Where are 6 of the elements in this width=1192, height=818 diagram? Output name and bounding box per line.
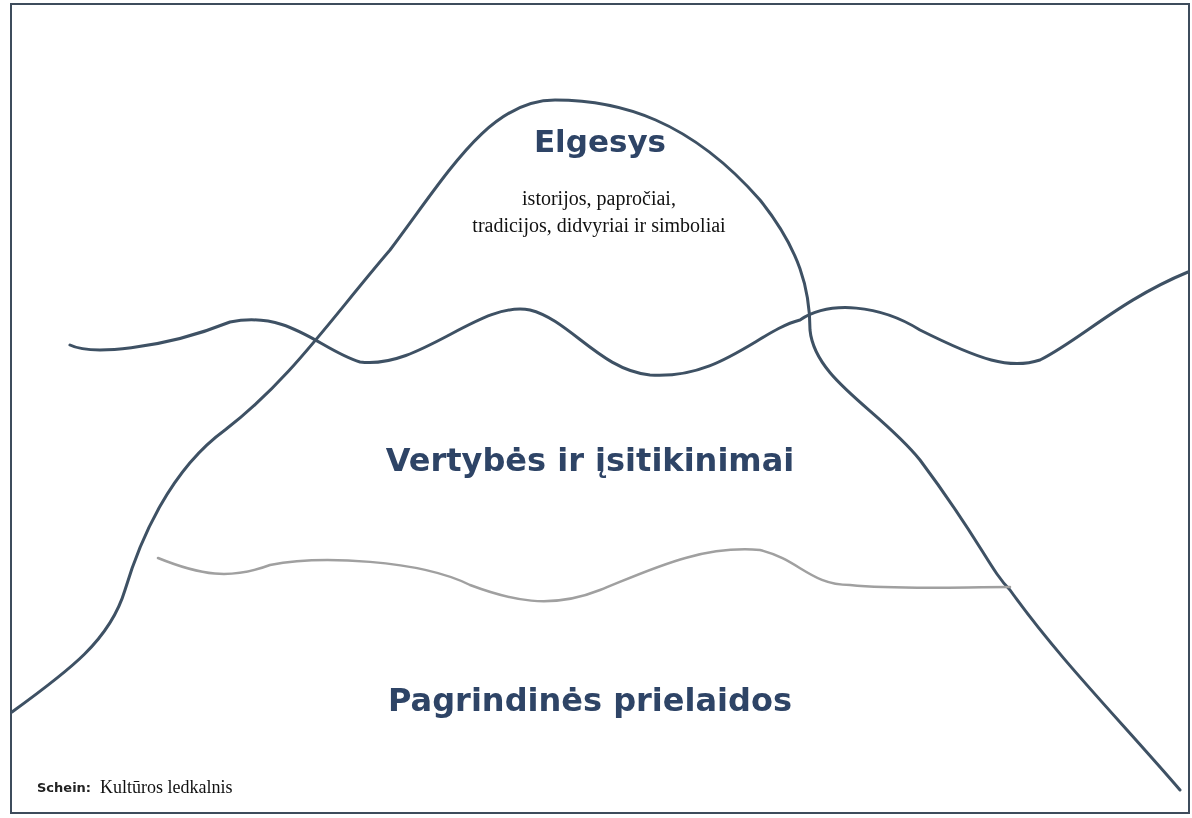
layer-heading: Vertybės ir įsitikinimai (384, 440, 796, 481)
caption-author: Schein: (37, 779, 92, 797)
caption-text: Kultūros ledkalnis (100, 776, 233, 799)
layer-heading: Elgesys (532, 122, 668, 161)
layer-heading: Pagrindinės prielaidos (387, 680, 793, 721)
layer-description: istorijos, papročiai, tradicijos, didvyriai ir simboliai (471, 186, 727, 239)
